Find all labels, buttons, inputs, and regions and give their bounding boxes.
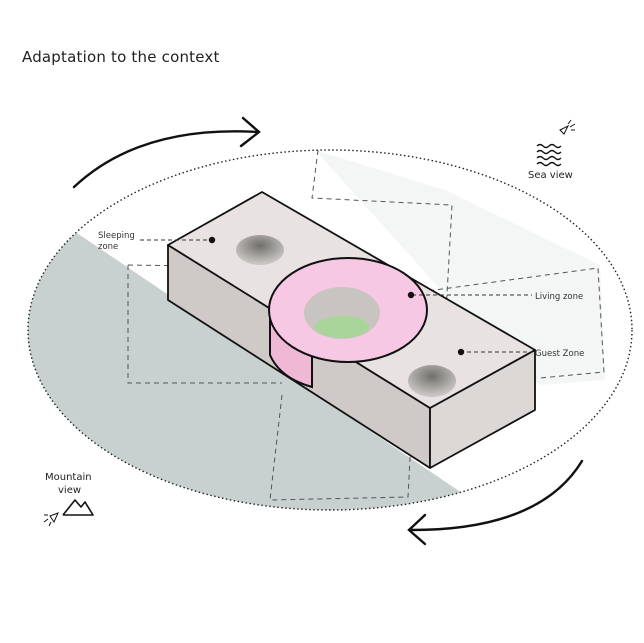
mountain-view-label: Mountain: [45, 472, 92, 483]
sleeping-skylight: [236, 235, 284, 265]
page-title: Adaptation to the context: [22, 48, 220, 66]
mountain-view-label-2: view: [58, 485, 81, 496]
sleeping-zone-marker: [208, 236, 216, 244]
courtyard-garden: [315, 316, 369, 338]
sea-waves-icon: [536, 143, 562, 167]
guest-zone-marker: [457, 348, 465, 356]
rotate-arrow-icon: [72, 116, 584, 546]
mountain-eye-icon: [43, 512, 59, 527]
sleeping-zone-label: Sleeping: [98, 231, 135, 241]
sea-view-label: Sea view: [528, 170, 573, 181]
sea-shade: [315, 150, 605, 385]
living-ring: [268, 257, 428, 389]
label-leaders: [140, 239, 532, 353]
living-zone-marker: [407, 291, 415, 299]
guest-zone-label: Guest Zone: [535, 349, 584, 359]
mountain-shade: [28, 190, 465, 510]
sleeping-zone-label-2: zone: [98, 242, 118, 252]
guest-skylight: [408, 365, 456, 397]
sea-eye-icon: [559, 119, 576, 135]
mountain-icon: [62, 499, 94, 516]
living-zone-label: Living zone: [535, 292, 583, 302]
site-boundary: [27, 149, 633, 511]
